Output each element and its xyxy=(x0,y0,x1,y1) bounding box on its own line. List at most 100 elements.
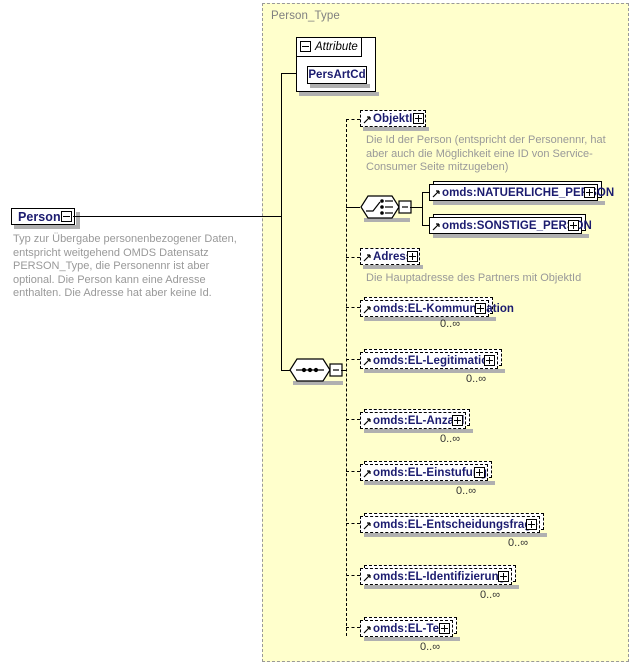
element-el-identifizierung[interactable]: omds:EL-Identifizierung xyxy=(360,568,512,585)
connector-to-objektid xyxy=(346,119,360,120)
root-element-shadow-right xyxy=(76,212,80,229)
el-einstufung-shadow xyxy=(364,481,495,485)
connector-to-el-entscheidungsfrage xyxy=(346,523,360,524)
el-text-expand-control[interactable] xyxy=(439,623,450,634)
el-anzahl-reference-arrow-icon xyxy=(363,417,372,426)
element-el-identifizierung-label: omds:EL-Identifizierung xyxy=(373,570,506,583)
adresse-shadow xyxy=(363,265,423,269)
el-anzahl-cardinality: 0..∞ xyxy=(440,433,461,445)
element-natuerliche-person-label: omds:NATUERLICHE_PERSON xyxy=(442,186,615,199)
connector-sequence-to-bus xyxy=(341,370,346,371)
element-objektid-label: ObjektId xyxy=(373,112,420,125)
connector-trunk-to-sequence xyxy=(281,370,290,371)
connector-choice-bus xyxy=(422,192,423,225)
choice-compositor-shadow xyxy=(364,218,410,222)
sequence-compositor[interactable] xyxy=(289,358,343,382)
type-container-label: Person_Type xyxy=(271,10,340,22)
attribute-group-collapse-control[interactable] xyxy=(300,41,311,52)
element-sonstige-person-label: omds:SONSTIGE_PERSON xyxy=(442,219,592,232)
el-einstufung-reference-arrow-icon xyxy=(363,469,372,478)
el-legitimation-cardinality: 0..∞ xyxy=(466,373,487,385)
sonstige-person-expand-control[interactable] xyxy=(568,220,579,231)
connector-bus-to-choice xyxy=(346,207,360,208)
el-entscheidungsfrage-shadow xyxy=(364,533,547,537)
el-kommunikation-reference-arrow-icon xyxy=(363,305,372,314)
element-el-text[interactable]: omds:EL-Text xyxy=(360,620,453,637)
el-kommunikation-expand-control[interactable] xyxy=(475,303,486,314)
connector-to-el-identifizierung xyxy=(346,575,360,576)
el-text-shadow xyxy=(364,637,460,641)
natuerliche-person-shadow xyxy=(433,201,605,205)
adresse-documentation: Die Hauptadresse des Partners mit Objekt… xyxy=(366,272,582,284)
element-el-kommunikation-label: omds:EL-Kommunikation xyxy=(373,302,514,315)
el-identifizierung-reference-arrow-icon xyxy=(363,573,372,582)
element-el-anzahl[interactable]: omds:EL-Anzahl xyxy=(360,412,466,429)
connector-choice-to-natuerliche xyxy=(422,192,430,193)
adresse-reference-arrow-icon xyxy=(363,253,372,262)
connector-trunk-to-attribute xyxy=(281,73,303,74)
el-anzahl-expand-control[interactable] xyxy=(452,415,463,426)
root-element-collapse-control[interactable] xyxy=(61,211,72,222)
el-legitimation-expand-control[interactable] xyxy=(484,355,495,366)
el-entscheidungsfrage-expand-control[interactable] xyxy=(526,519,537,530)
el-entscheidungsfrage-cardinality: 0..∞ xyxy=(508,537,529,549)
attribute-group-shadow xyxy=(299,92,379,96)
choice-compositor[interactable] xyxy=(360,195,412,219)
sonstige-person-shadow xyxy=(433,234,589,238)
element-el-anzahl-label: omds:EL-Anzahl xyxy=(373,414,465,427)
el-kommunikation-shadow xyxy=(364,317,496,321)
el-entscheidungsfrage-reference-arrow-icon xyxy=(363,521,372,530)
el-text-cardinality: 0..∞ xyxy=(420,641,441,653)
element-el-kommunikation[interactable]: omds:EL-Kommunikation xyxy=(360,300,514,317)
natuerliche-person-expand-control[interactable] xyxy=(584,187,595,198)
type-container-person-type xyxy=(262,3,629,662)
el-legitimation-shadow xyxy=(364,369,505,373)
el-identifizierung-cardinality: 0..∞ xyxy=(480,589,501,601)
el-text-reference-arrow-icon xyxy=(363,625,372,634)
element-el-einstufung[interactable]: omds:EL-Einstufung xyxy=(360,464,488,481)
el-identifizierung-shadow xyxy=(364,585,519,589)
root-element-label: Person xyxy=(18,209,61,224)
attribute-persartcd-label: PersArtCd xyxy=(308,69,366,81)
connector-choice-out xyxy=(410,207,422,208)
sonstige-person-reference-arrow-icon xyxy=(432,222,441,231)
sequence-compositor-shadow xyxy=(293,381,343,385)
attribute-persartcd-shadow xyxy=(310,84,370,88)
connector-to-el-legitimation xyxy=(346,359,360,360)
connector-to-el-text xyxy=(346,627,360,628)
attribute-group-label: Attribute xyxy=(315,41,358,53)
root-element-person[interactable]: Person xyxy=(11,208,75,225)
objektid-documentation: Die Id der Person (entspricht der Person… xyxy=(366,134,606,173)
el-identifizierung-expand-control[interactable] xyxy=(498,571,509,582)
connector-to-adresse xyxy=(346,257,360,258)
connector-trunk-vertical xyxy=(281,73,282,371)
connector-choice-to-sonstige xyxy=(422,225,430,226)
attribute-group-tab: Attribute xyxy=(296,37,362,57)
element-el-entscheidungsfrage[interactable]: omds:EL-Entscheidungsfrage xyxy=(360,516,540,533)
objektid-expand-control[interactable] xyxy=(413,113,424,124)
connector-to-el-anzahl xyxy=(346,419,360,420)
natuerliche-person-reference-arrow-icon xyxy=(432,189,441,198)
element-el-text-label: omds:EL-Text xyxy=(373,622,450,635)
root-documentation: Typ zur Übergabe personenbezogener Daten… xyxy=(13,233,237,299)
el-einstufung-cardinality: 0..∞ xyxy=(456,485,477,497)
attribute-persartcd[interactable]: PersArtCd xyxy=(307,66,367,84)
element-el-entscheidungsfrage-label: omds:EL-Entscheidungsfrage xyxy=(373,518,538,531)
objektid-reference-arrow-icon xyxy=(363,115,372,124)
element-objektid[interactable]: ObjektId xyxy=(360,110,426,127)
el-anzahl-shadow xyxy=(364,429,473,433)
adresse-expand-control[interactable] xyxy=(407,251,418,262)
element-natuerliche-person[interactable]: omds:NATUERLICHE_PERSON xyxy=(429,184,614,201)
root-element-shadow xyxy=(14,225,80,229)
connector-to-el-einstufung xyxy=(346,471,360,472)
element-el-legitimation-label: omds:EL-Legitimation xyxy=(373,354,496,367)
objektid-shadow xyxy=(363,127,429,131)
connector-root-to-type xyxy=(73,216,281,217)
element-el-legitimation[interactable]: omds:EL-Legitimation xyxy=(360,352,498,369)
element-sonstige-person[interactable]: omds:SONSTIGE_PERSON xyxy=(429,217,592,234)
connector-to-el-kommunikation xyxy=(346,307,360,308)
el-kommunikation-cardinality: 0..∞ xyxy=(440,318,461,330)
connector-child-bus xyxy=(346,119,347,636)
el-einstufung-expand-control[interactable] xyxy=(474,467,485,478)
